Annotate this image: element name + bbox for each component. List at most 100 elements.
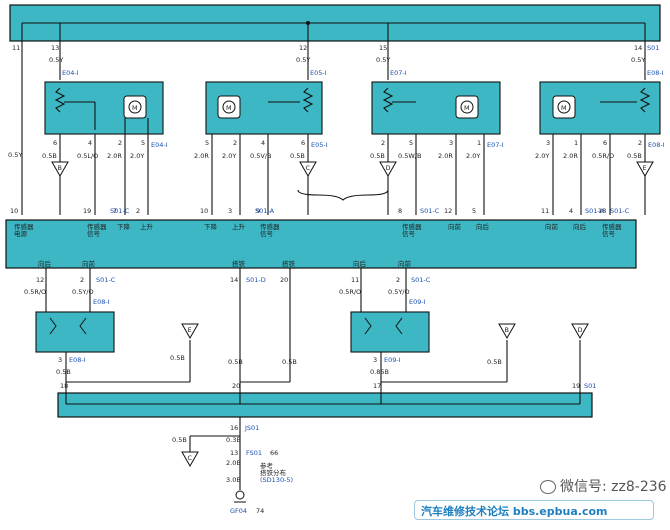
controller-label-8-2: 信号 [402,229,416,238]
w5-pin: 14 [634,44,642,52]
forum-watermark: 汽车维修技术论坛 bbs.epbua.com [414,500,654,520]
wechat-icon [540,480,556,494]
ctrl-mid-label-1: 搭铁 [232,259,246,268]
switch-2-contacts [364,317,403,335]
actuator-2-pin-1: 5 [205,139,209,147]
controller-pin-10: 5 [472,207,476,215]
actuator-4-color-4: 0.5B [627,152,642,160]
lower-w1: 0.5B [170,354,185,362]
actuator-2-color-4: 0.5B [290,152,305,160]
ground-terminal-icon [235,490,245,500]
actuator-4-pin-2: 1 [574,139,578,147]
controller-conn-3: S01-C [420,207,440,215]
wechat-id: 微信号: zz8-236 [560,479,667,495]
actuator-1-pin-3: 2 [118,139,122,147]
ground-conn-fs01: FS01 [246,449,262,457]
w4-color: 0.5Y [376,56,390,64]
lower-conn: S01 [584,382,596,390]
ctrl-left-label-1: 向后 [38,259,52,268]
ground-w30b: 3.0B [226,476,241,484]
switch-2 [350,311,430,353]
ctrl-right-label-1: 向后 [353,259,367,268]
switch-2-conn-bottom: E09-I [384,356,401,364]
actuator-4-pin-4: 2 [638,139,642,147]
actuator-1-pin-2: 4 [88,139,92,147]
actuator-2-pin-3: 4 [261,139,265,147]
controller-label-3-1: 下降 [117,222,131,231]
ground-note2: 搭铁分布 [260,468,287,477]
controller-pin-12: 4 [569,207,573,215]
actuator-2-pin-2: 2 [233,139,237,147]
switch-1 [35,311,115,353]
w5-color: 0.5Y [631,56,645,64]
actuator-2-pin-4: 6 [301,139,305,147]
ctrl-right-conn: S01-C [411,276,431,284]
lower-pin20: 20 [232,382,240,390]
actuator-2-color-1: 2.0R [194,152,209,160]
actuator-1-color-4: 2.0Y [130,152,144,160]
ctrl-left-conn: S01-C [96,276,116,284]
controller-pin-8: 8 [398,207,402,215]
switch-1-color-2: 0.5Y/O [72,288,94,296]
w2-conn: E04-I [62,69,79,77]
controller-label-13-1: 传感器 [602,222,622,231]
actuator-1-color-1: 0.5B [42,152,57,160]
ground-w20b: 2.0B [226,459,241,467]
lower-w6: 0.5B [487,358,502,366]
w3-color: 0.5Y [296,56,310,64]
actuator-3-pin-4: 1 [477,139,481,147]
switch-1-contacts [49,317,87,335]
lower-ground-b-label: B [505,326,509,334]
lower-pin18: 18 [60,382,68,390]
switch-1-color-1: 0.5R/O [24,288,46,296]
switch-1-pin-bottom: 3 [58,356,62,364]
controller-label-10-1: 向后 [476,222,490,231]
w4-pin: 15 [379,44,387,52]
controller-label-7-1: 传感器 [260,222,280,231]
controller-label-1-1: 传感器 [14,222,34,231]
actuator-4-conn: E08-I [648,141,665,149]
actuator-2: M [205,81,323,135]
ground-bus [57,392,593,418]
ctrl-mid-pin-1: 14 [230,276,238,284]
lower-ground-e-triangle [181,323,199,340]
controller-pin-7: 9 [256,207,260,215]
ctrl-mid-conn: S01-D [246,276,266,284]
controller-label-13-2: 信号 [602,229,616,238]
lower-w5: 0.85B [370,368,389,376]
actuator-2-ground-triangle [299,161,317,178]
actuator-1: M [44,81,164,135]
lower-ground-b-triangle [498,323,516,340]
ground-pin16: 16 [230,424,238,432]
controller-conn-2: S01-A [255,207,275,215]
controller-label-8-1: 传感器 [402,222,422,231]
ctrl-right-label-2: 向前 [398,259,412,268]
ctrl-left-label-2: 向前 [82,259,96,268]
actuator-3: M [371,81,501,135]
actuator-1-ground-triangle [51,161,69,178]
actuator-4-ground-label: E [643,164,647,172]
ctrl-left-pin-2: 2 [80,276,84,284]
actuator-4-ground-triangle [636,161,654,178]
actuator-3-color-3: 2.0R [438,152,453,160]
actuator-3-ground-label: D [386,164,391,172]
w5-conn: E08-I [647,69,664,77]
lower-ground-e-label: E [188,326,192,334]
svg-text:M: M [132,104,138,112]
actuator-3-pin-3: 3 [449,139,453,147]
actuator-1-ground-label: B [58,164,62,172]
controller-label-5-1: 下降 [204,222,218,231]
actuator-2-conn: E05-I [311,141,328,149]
actuator-3-conn: E07-I [487,141,504,149]
controller-conn-5: S01-C [610,207,630,215]
controller-label-12-1: 向后 [573,222,587,231]
controller-label-2-2: 信号 [87,229,101,238]
actuator-2-color-3: 0.5V/B [250,152,271,160]
controller-label-2-1: 传感器 [87,222,107,231]
actuator-4: M [539,81,661,135]
ground-ref66: 66 [270,449,278,457]
svg-text:M: M [561,104,567,112]
w1-pin: 11 [12,44,20,52]
w2-pin: 13 [51,44,59,52]
ground-pin13: 13 [230,449,238,457]
